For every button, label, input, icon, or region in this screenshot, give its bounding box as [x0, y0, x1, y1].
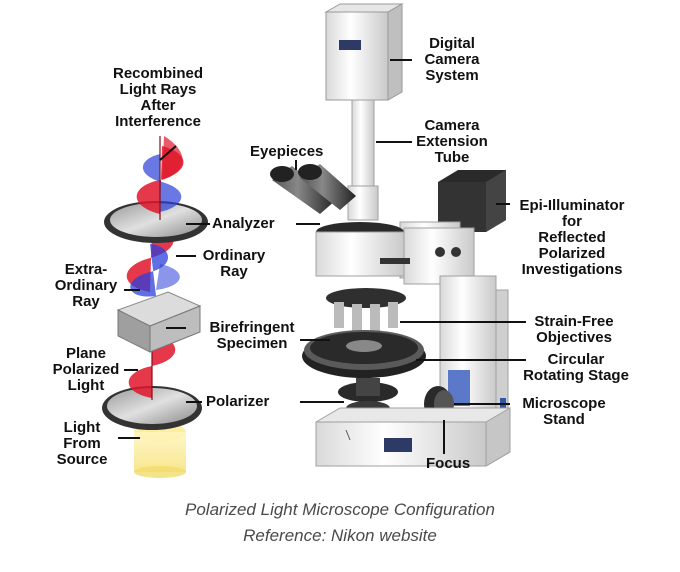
rotating-stage-shape	[302, 330, 426, 378]
label-birefringent-specimen: Birefringent Specimen	[209, 319, 295, 352]
label-polarizer: Polarizer	[206, 393, 270, 410]
label-camera-extension-tube: Camera Extension Tube	[416, 117, 488, 166]
label-epi-illuminator: Epi-Illuminator for Reflected Polarized …	[519, 197, 625, 278]
label-strain-free-objectives: Strain-Free Objectives	[534, 313, 614, 346]
camera-body	[324, 3, 404, 101]
label-microscope-stand: Microscope Stand	[522, 395, 606, 428]
microscope-base	[315, 407, 511, 467]
leader-lines	[118, 59, 526, 454]
caption-reference: Reference: Nikon website	[243, 526, 437, 545]
light-source-glow	[134, 423, 186, 478]
eyepieces-shape	[270, 164, 356, 214]
label-extra-ordinary-ray: Extra- Ordinary Ray	[54, 261, 118, 310]
leader-recombined	[159, 145, 177, 161]
label-ordinary-ray: Ordinary Ray	[202, 247, 266, 280]
label-plane-polarized-light: Plane Polarized Light	[52, 345, 120, 394]
caption-title: Polarized Light Microscope Configuration	[185, 500, 495, 519]
label-analyzer: Analyzer	[212, 215, 275, 232]
analyzer-disc	[104, 201, 208, 243]
label-eyepieces: Eyepieces	[250, 143, 324, 160]
label-focus: Focus	[426, 455, 471, 472]
objectives-shape	[326, 288, 406, 332]
birefringent-specimen-block	[116, 291, 202, 353]
microscope-head	[315, 222, 475, 285]
label-circular-rotating-stage: Circular Rotating Stage	[523, 351, 629, 384]
label-recombined-light-rays: Recombined Light Rays After Interference	[112, 65, 203, 130]
condenser-shape	[338, 378, 398, 415]
polarizer-disc	[102, 386, 202, 430]
label-light-from-source: Light From Source	[56, 419, 108, 468]
camera-extension-tube-shape	[347, 99, 379, 221]
recombined-waves	[136, 136, 184, 220]
label-digital-camera-system: Digital Camera System	[424, 35, 480, 84]
